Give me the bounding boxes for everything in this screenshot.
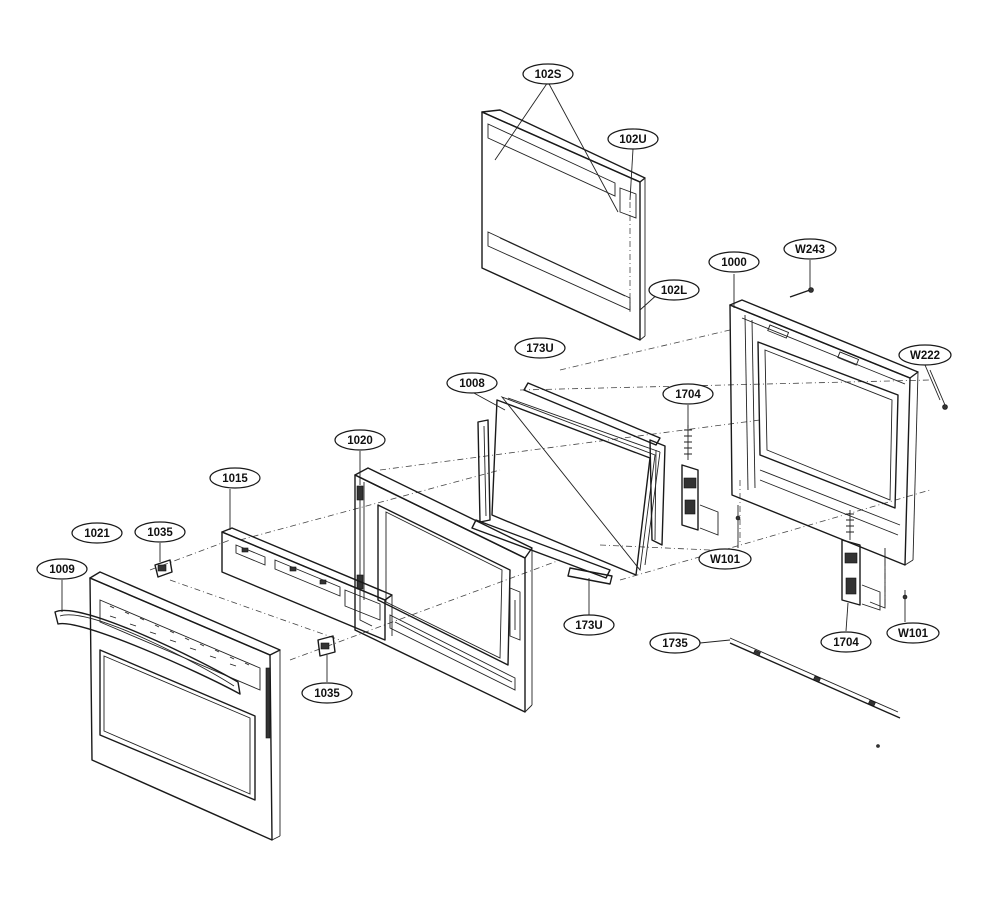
assembly-guide-lines [149, 200, 931, 661]
callout-1000: 1000 [708, 251, 760, 273]
callout-1735: 1735 [649, 632, 701, 654]
label-1035-top: 1035 [147, 527, 173, 539]
rod-1735 [729, 637, 901, 748]
screw-w222 [929, 369, 948, 410]
label-173u-bottom: 173U [575, 620, 603, 632]
label-w222: W222 [910, 350, 940, 362]
screw-w101-right [902, 590, 908, 615]
callout-w222: W222 [898, 344, 952, 366]
callout-1035-bottom: 1035 [301, 682, 353, 704]
clip-1035-bottom [317, 635, 336, 657]
callout-102s: 102S [522, 63, 574, 85]
callout-1021: 1021 [71, 522, 123, 544]
leader-lines [61, 81, 941, 682]
strip-173u-lower [471, 419, 613, 585]
label-173u-top: 173U [526, 343, 554, 355]
callout-1008: 1008 [446, 372, 498, 394]
glass-pane-1008 [491, 395, 661, 576]
label-102s: 102S [535, 69, 562, 81]
label-1008: 1008 [459, 378, 485, 390]
label-1735: 1735 [662, 638, 688, 650]
callout-1704-top: 1704 [662, 383, 714, 405]
callout-1009: 1009 [36, 558, 88, 580]
callout-w243: W243 [783, 238, 837, 260]
callout-102l: 102L [648, 279, 700, 301]
label-w101-left: W101 [710, 554, 741, 566]
callout-1704-bottom: 1704 [820, 631, 872, 653]
label-1704-bottom: 1704 [833, 637, 859, 649]
hinge-1704-lower [841, 510, 881, 611]
callout-173u-top: 173U [514, 337, 566, 359]
callout-w101-left: W101 [698, 548, 752, 570]
strip-173u-upper [523, 382, 666, 546]
label-w101-right: W101 [898, 628, 929, 640]
callout-102u: 102U [607, 128, 659, 150]
screw-w101-left [735, 505, 741, 540]
outer-glass-panel-102s [481, 109, 646, 341]
label-102l: 102L [661, 285, 687, 297]
label-1020: 1020 [347, 435, 373, 447]
screw-w243 [789, 287, 814, 298]
label-1021: 1021 [84, 528, 110, 540]
clip-1035-top [154, 559, 173, 578]
label-1704-top: 1704 [675, 389, 701, 401]
label-w243: W243 [795, 244, 825, 256]
bracket-1015 [221, 527, 393, 641]
label-1000: 1000 [721, 257, 747, 269]
label-1009: 1009 [49, 564, 75, 576]
hinge-1704-upper [681, 425, 719, 536]
door-handle [54, 609, 241, 695]
label-1035-bottom: 1035 [314, 688, 340, 700]
label-1015: 1015 [222, 473, 248, 485]
inner-door-frame-1000 [729, 299, 919, 609]
callout-1015: 1015 [209, 467, 261, 489]
callout-w101-right: W101 [886, 622, 940, 644]
callout-173u-bottom: 173U [563, 614, 615, 636]
callout-1020: 1020 [334, 429, 386, 451]
outer-door-1009 [89, 571, 281, 841]
label-102u: 102U [619, 134, 647, 146]
callout-1035-top: 1035 [134, 521, 186, 543]
